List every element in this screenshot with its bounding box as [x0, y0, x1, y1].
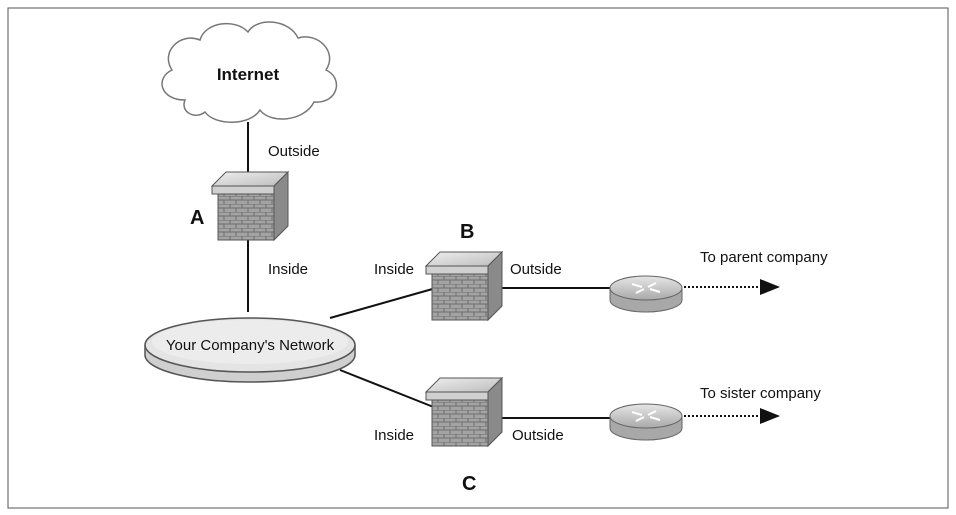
link-network-firewall-b: [329, 287, 437, 319]
router-sister-icon: [609, 403, 683, 441]
link-network-firewall-c: [339, 369, 437, 409]
firewall-c-icon: [424, 376, 504, 448]
firewall-a-letter: A: [190, 207, 204, 229]
parent-company-label: To parent company: [700, 249, 828, 266]
router-parent-icon: [609, 275, 683, 313]
company-network-disk: [144, 317, 356, 383]
firewall-c-inside-label: Inside: [374, 427, 414, 444]
frame-border: [7, 7, 949, 509]
internet-label: Internet: [217, 65, 280, 84]
firewall-b-outside-label: Outside: [510, 261, 562, 278]
firewall-c-letter: C: [462, 473, 476, 495]
internet-cloud-icon: [161, 21, 338, 123]
sister-company-label: To sister company: [700, 385, 821, 402]
company-network-label: Your Company's Network: [166, 337, 335, 354]
firewall-b-inside-label: Inside: [374, 261, 414, 278]
firewall-a-icon: [210, 170, 290, 242]
firewall-b-icon: [424, 250, 504, 322]
firewall-a-inside-label: Inside: [268, 261, 308, 278]
firewall-c-outside-label: Outside: [512, 427, 564, 444]
firewall-a-outside-label: Outside: [268, 143, 320, 160]
firewall-b-letter: B: [460, 221, 474, 243]
